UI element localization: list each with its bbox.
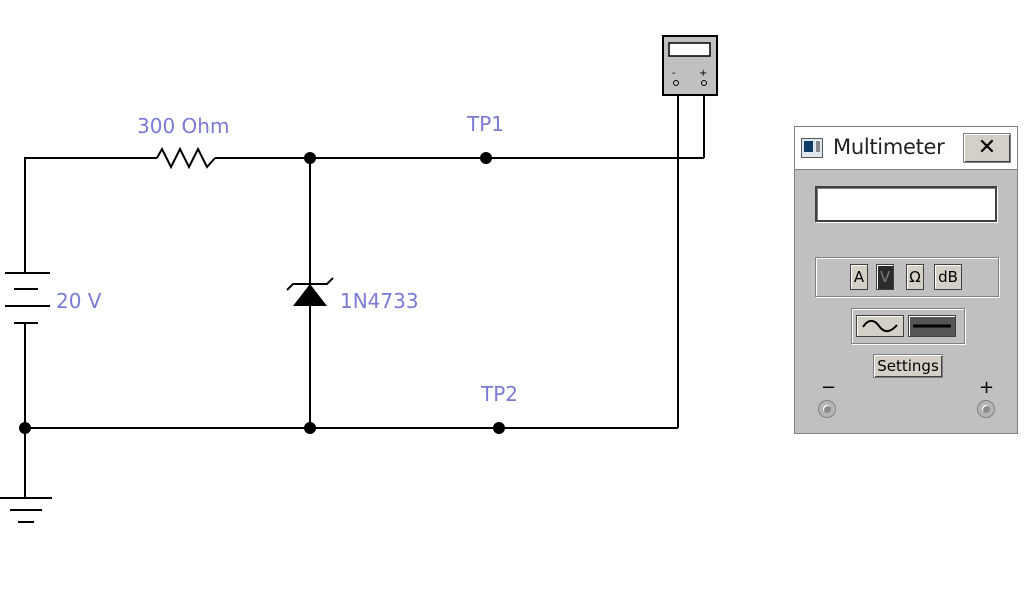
window-title: Multimeter — [833, 135, 945, 159]
junction-top — [304, 152, 316, 164]
terminal-plus-label: + — [979, 377, 995, 398]
mode-ohmmeter-button[interactable]: Ω — [906, 264, 924, 290]
multimeter-schematic-icon[interactable]: - + — [662, 35, 718, 96]
meter-display — [815, 186, 997, 222]
negative-terminal[interactable] — [818, 400, 836, 418]
ac-mode-button[interactable] — [856, 315, 904, 337]
resistor-label: 300 Ohm — [137, 114, 229, 138]
wire-left-top — [24, 157, 157, 273]
mode-decibel-button[interactable]: dB — [934, 264, 962, 290]
tp2-label: TP2 — [480, 382, 518, 406]
junctions — [19, 152, 316, 434]
multimeter-app-icon — [801, 138, 823, 158]
zener-diode-symbol[interactable] — [286, 277, 334, 306]
mode-voltmeter-button[interactable]: V — [876, 264, 894, 290]
test-point-tp1[interactable] — [480, 152, 492, 164]
mode-ammeter-button[interactable]: A — [850, 264, 868, 290]
multimeter-titlebar[interactable]: Multimeter ✕ — [795, 127, 1017, 169]
meter-minus-text: - — [672, 68, 676, 79]
signal-type-panel — [851, 308, 965, 344]
dc-mode-button[interactable] — [908, 315, 956, 337]
ground-symbol — [0, 497, 52, 523]
wires — [24, 95, 705, 498]
dc-line-icon — [913, 324, 951, 328]
multimeter-window: Multimeter ✕ A V Ω dB Settings — [794, 126, 1018, 434]
test-point-tp2[interactable] — [493, 422, 505, 434]
positive-terminal[interactable] — [977, 400, 995, 418]
diode-label: 1N4733 — [340, 289, 419, 313]
resistor-symbol[interactable] — [156, 146, 216, 170]
junction-bottom — [304, 422, 316, 434]
junction-left — [19, 422, 31, 434]
measurement-mode-panel: A V Ω dB — [815, 257, 999, 297]
battery-symbol[interactable] — [5, 272, 50, 324]
ac-wave-icon — [862, 319, 898, 333]
meter-plus-text: + — [699, 68, 707, 79]
tp1-label: TP1 — [466, 112, 504, 136]
battery-label: 20 V — [56, 289, 102, 313]
close-button[interactable]: ✕ — [963, 133, 1011, 163]
multimeter-body: A V Ω dB Settings − + — [795, 169, 1017, 433]
terminal-minus-label: − — [821, 377, 837, 398]
settings-button[interactable]: Settings — [873, 354, 943, 378]
close-icon: ✕ — [977, 135, 997, 160]
